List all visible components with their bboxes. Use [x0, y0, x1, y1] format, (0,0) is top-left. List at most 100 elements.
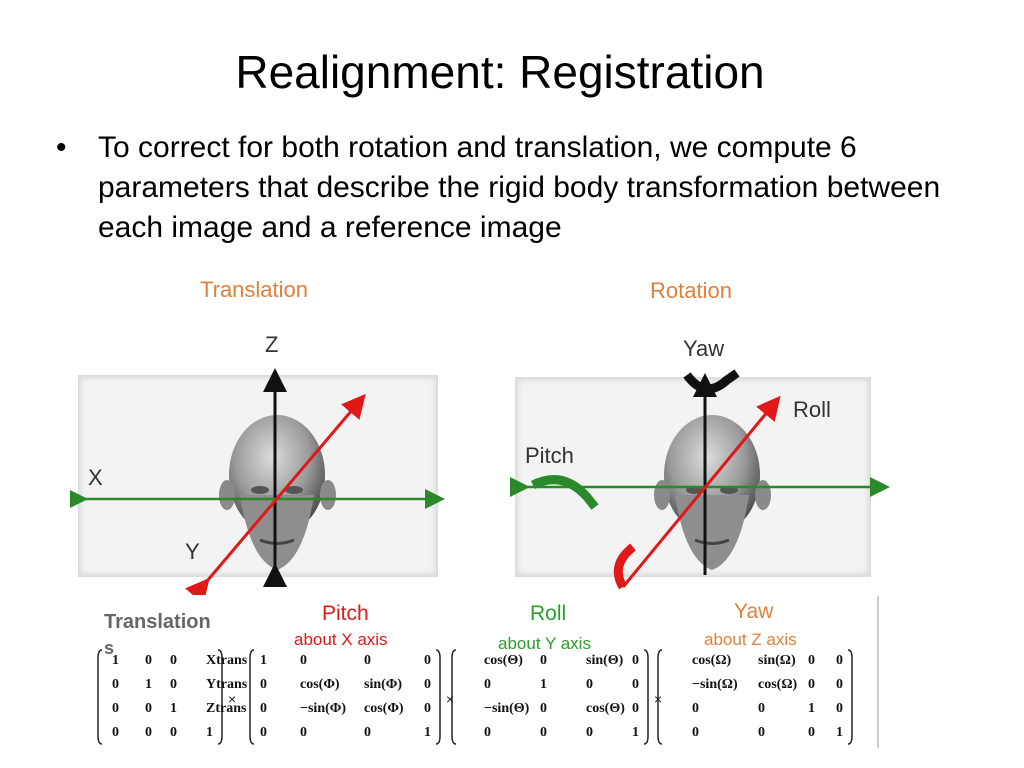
roll-matrix-subtitle: about Y axis [498, 634, 591, 653]
pitch-matrix-cell: 0 [424, 653, 431, 668]
roll-matrix-cell: −sin(Θ) [484, 701, 530, 716]
translation-matrix-cell: Xtrans [206, 653, 248, 668]
pitch-matrix-cell: 1 [260, 653, 267, 668]
yaw-matrix-cell: 0 [758, 701, 765, 716]
y-axis-arrow [185, 393, 366, 595]
roll-matrix-cell: 1 [632, 725, 639, 740]
label-x: X [88, 465, 103, 490]
pitch-matrix-cell: 0 [364, 653, 371, 668]
pitch-matrix-cell: cos(Φ) [364, 701, 404, 716]
translation-matrix-cell: 1 [170, 701, 177, 716]
roll-matrix-cell: 0 [484, 725, 491, 740]
yaw-matrix-title: Yaw [734, 600, 774, 623]
translation-matrix-cell: 0 [170, 677, 177, 692]
yaw-matrix-cell: 0 [836, 653, 843, 668]
translation-matrix-cell: 0 [112, 725, 119, 740]
rotation-heading: Rotation [650, 278, 732, 303]
yaw-matrix-cell: sin(Ω) [758, 653, 796, 668]
rotation-figure: Yaw Roll Pitch [510, 336, 890, 590]
yaw-matrix-cell: 0 [692, 701, 699, 716]
pitch-matrix-cell: 0 [300, 653, 307, 668]
label-y: Y [185, 539, 200, 564]
yaw-matrix-cell: 0 [808, 653, 815, 668]
translation-matrix-cell: 1 [145, 677, 152, 692]
translation-matrix-cell: 1 [112, 653, 119, 668]
roll-matrix-cell: 0 [540, 701, 547, 716]
translation-matrix-right-bracket [217, 649, 223, 745]
translation-matrix-cell: 1 [206, 725, 213, 740]
pitch-matrix-left-bracket [249, 649, 255, 745]
roll-matrix-cell: 0 [586, 725, 593, 740]
head-illustration [654, 415, 771, 570]
translation-matrix-cell: Ztrans [206, 701, 247, 716]
label-pitch: Pitch [525, 443, 574, 468]
translation-matrix-cell: 0 [145, 725, 152, 740]
yaw-matrix-cell: 0 [808, 677, 815, 692]
pitch-matrix-cell: 0 [424, 701, 431, 716]
pitch-matrix-title: Pitch [322, 602, 369, 625]
roll-axis-line [621, 395, 781, 588]
slide-title: Realignment: Registration [235, 46, 765, 98]
pitch-matrix-subtitle: about X axis [294, 630, 388, 649]
pitch-matrix-cell: 0 [260, 725, 267, 740]
roll-matrix-cell: 0 [540, 725, 547, 740]
roll-matrix-cell: 0 [484, 677, 491, 692]
pitch-rotation-arrow [530, 475, 599, 510]
roll-matrix-cell: 0 [632, 701, 639, 716]
yaw-matrix-cell: 0 [836, 677, 843, 692]
label-z: Z [265, 332, 278, 357]
bullet-marker: • [56, 131, 67, 164]
yaw-matrix-cell: 0 [692, 725, 699, 740]
roll-matrix-cell: cos(Θ) [586, 701, 625, 716]
pitch-matrix-right-bracket [435, 649, 441, 745]
translation-matrix-cell: 0 [145, 653, 152, 668]
yaw-matrix-subtitle: about Z axis [704, 630, 797, 649]
yaw-matrix-cell: cos(Ω) [692, 653, 732, 668]
transformation-matrices: Translation s Pitch about X axis Roll ab… [90, 596, 880, 748]
yaw-matrix-cell: 0 [808, 725, 815, 740]
yaw-matrix-cell: 1 [808, 701, 815, 716]
roll-matrix-cell: 0 [586, 677, 593, 692]
translation-matrix-cell: Ytrans [206, 677, 248, 692]
multiply-sign: × [228, 691, 236, 707]
translation-matrix-cell: 0 [112, 701, 119, 716]
roll-matrix-title: Roll [530, 602, 566, 625]
roll-matrix-cell: 0 [540, 653, 547, 668]
translation-matrix-title-suffix: s [104, 638, 114, 658]
pitch-matrix-cell: 0 [260, 701, 267, 716]
yaw-rotation-arrow [683, 369, 740, 394]
roll-matrix-cell: cos(Θ) [484, 653, 523, 668]
translation-matrix-cell: 0 [170, 725, 177, 740]
yaw-matrix-left-bracket [657, 649, 663, 745]
yaw-matrix-cell: cos(Ω) [758, 677, 798, 692]
pitch-matrix-cell: cos(Φ) [300, 677, 340, 692]
pitch-matrix-cell: 0 [260, 677, 267, 692]
roll-matrix-cell: 0 [632, 653, 639, 668]
roll-matrix-left-bracket [451, 649, 457, 745]
pitch-matrix-cell: 0 [300, 725, 307, 740]
pitch-matrix-cell: 0 [424, 677, 431, 692]
translation-matrix-cell: 0 [112, 677, 119, 692]
pitch-matrix-cell: sin(Φ) [364, 677, 402, 692]
yaw-matrix-right-bracket [847, 649, 853, 745]
yaw-matrix-cell: 0 [758, 725, 765, 740]
label-roll: Roll [793, 397, 831, 422]
translation-matrix-cell: 0 [145, 701, 152, 716]
translation-matrix-cell: 0 [170, 653, 177, 668]
roll-matrix-cell: 1 [540, 677, 547, 692]
translation-matrix-title: Translation [104, 611, 211, 633]
translation-figure: Z X Y [70, 332, 445, 595]
roll-rotation-arrow [613, 543, 636, 590]
translation-matrix-left-bracket [97, 649, 103, 745]
yaw-matrix-cell: 0 [836, 701, 843, 716]
roll-matrix-cell: sin(Θ) [586, 653, 624, 668]
yaw-matrix-cell: −sin(Ω) [692, 677, 738, 692]
bullet-text: To correct for both rotation and transla… [98, 131, 941, 244]
multiply-sign: × [446, 691, 454, 707]
yaw-matrix-cell: 1 [836, 725, 843, 740]
pitch-matrix-cell: 1 [424, 725, 431, 740]
translation-heading: Translation [200, 277, 309, 302]
pitch-matrix-cell: 0 [364, 725, 371, 740]
roll-matrix-cell: 0 [632, 677, 639, 692]
